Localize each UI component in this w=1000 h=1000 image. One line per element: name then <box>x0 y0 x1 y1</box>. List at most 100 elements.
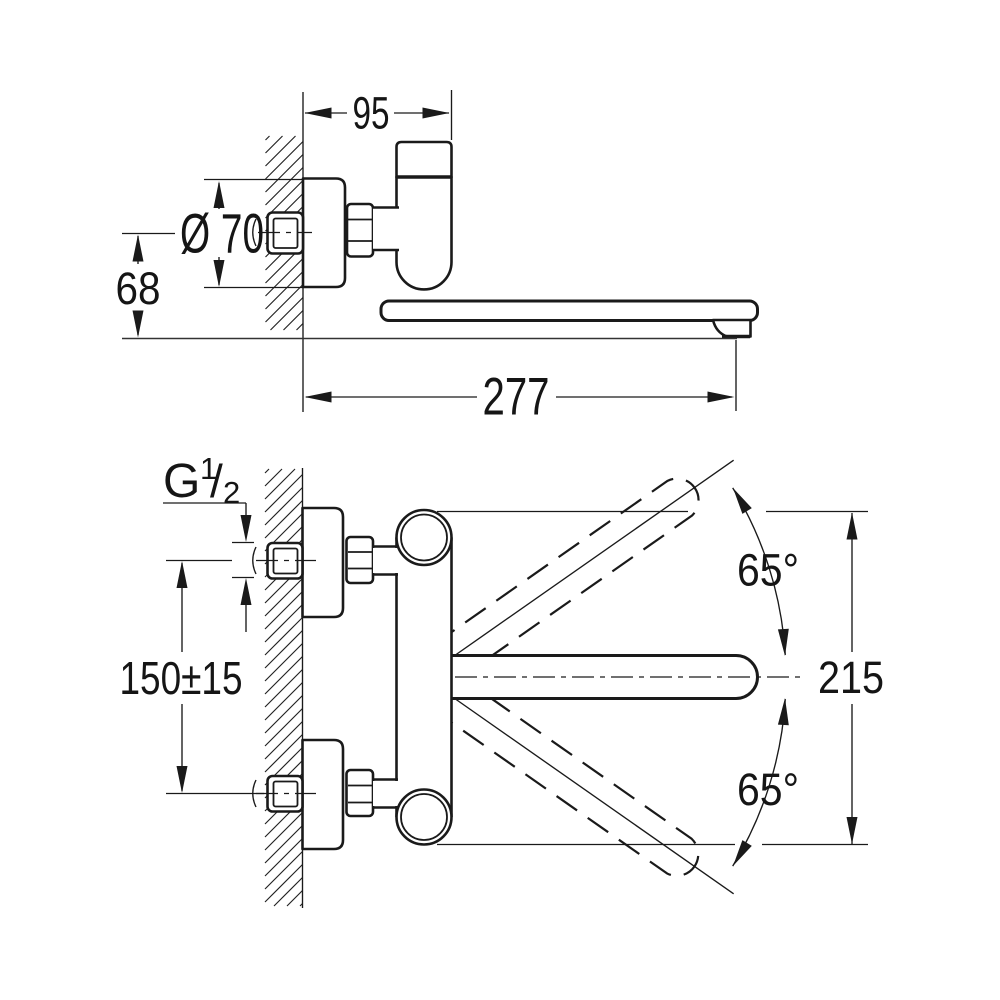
body-bottom-cover <box>395 788 453 846</box>
hatch-line <box>264 604 303 643</box>
arrowhead <box>176 766 188 793</box>
hatch-line <box>264 500 303 539</box>
arrowhead <box>846 817 858 844</box>
hatch-line <box>264 468 270 474</box>
arrowhead <box>733 840 752 866</box>
wall-flange-top <box>301 506 345 619</box>
hatch-line <box>264 669 303 708</box>
hatch-line <box>270 297 304 331</box>
dimension-thread: G 1 / 2 <box>163 451 254 632</box>
dimension-277: 277 <box>306 340 737 427</box>
dimension-215: 215 <box>437 510 884 846</box>
hatch-line <box>286 890 303 907</box>
thread-label-slash: / <box>210 455 223 507</box>
body-top-cover-inner <box>400 513 448 562</box>
hatch-line <box>265 284 304 323</box>
arrowhead <box>304 107 332 119</box>
arrowhead <box>733 488 752 514</box>
hatch-line <box>265 258 304 297</box>
swivel-position-lower <box>433 674 735 895</box>
hatch-line <box>264 838 303 877</box>
hatch-line <box>264 617 303 656</box>
supply-stub-face <box>272 217 299 249</box>
dim-label-wall-offset: 95 <box>353 88 390 139</box>
dim-label-spout-reach: 277 <box>483 368 550 427</box>
hatch-line <box>264 630 303 669</box>
front-view-swivel-range: 215 <box>120 451 884 908</box>
dim-label-overall-height: 215 <box>818 652 884 703</box>
arrowhead <box>777 698 789 726</box>
arrowhead <box>846 512 858 540</box>
hatch-line <box>264 708 303 747</box>
dim-label-swivel-upper: 65° <box>737 545 799 596</box>
mixer-body <box>395 175 453 291</box>
arrowhead <box>213 260 225 287</box>
swivel-position-upper <box>433 459 735 681</box>
hatch-line <box>296 323 304 331</box>
spout-profile <box>379 299 759 322</box>
hatch-line <box>265 135 296 167</box>
hatch-line <box>264 578 303 617</box>
thread-label-denominator: 2 <box>223 475 240 510</box>
connection-nut <box>345 202 375 258</box>
hatch-line <box>264 825 303 864</box>
pipe-break-mark <box>252 218 257 247</box>
thread-label-g: G <box>163 455 200 508</box>
hatch-line <box>264 468 296 500</box>
pipe-break-mark <box>252 546 257 575</box>
hatch-line <box>265 135 270 141</box>
dim-label-flange-diameter: Ø 70 <box>180 202 264 265</box>
wall-flange <box>301 177 347 289</box>
arrowhead <box>132 310 144 338</box>
hatch-line <box>264 591 303 630</box>
spout-rotated-centerline <box>447 459 735 661</box>
nut-neck-fill <box>373 208 398 249</box>
body-top-cover <box>395 508 453 567</box>
dim-label-swivel-lower: 65° <box>737 764 799 815</box>
wall-hatching-top <box>265 135 304 331</box>
dimension-connection-spacing: 150±15 <box>120 559 264 795</box>
hatch-line <box>264 812 303 851</box>
hatch-line <box>265 141 304 180</box>
hatch-line <box>264 734 303 773</box>
arrowhead <box>132 234 144 262</box>
hatch-line <box>264 474 303 513</box>
arrowhead <box>304 391 332 403</box>
sensor-cap <box>395 140 453 179</box>
hatch-line <box>264 864 303 903</box>
hatch-line <box>265 154 304 193</box>
hatch-line <box>283 310 304 331</box>
nut-neck-fill <box>373 548 398 573</box>
aerator-outlet <box>711 318 752 338</box>
hatch-line <box>264 851 303 890</box>
hatch-line <box>264 468 283 487</box>
hatch-line <box>265 135 283 154</box>
top-view-side-elevation: 95 Ø 70 68 277 <box>116 88 759 427</box>
dim-label-height: 68 <box>116 263 161 314</box>
hatch-line <box>264 721 303 760</box>
dim-label-connection-spacing: 150±15 <box>120 652 243 704</box>
body-column-fill <box>396 537 452 817</box>
arrowhead <box>240 578 252 605</box>
hatch-line <box>264 682 303 721</box>
wall-hatching-front <box>264 468 303 907</box>
arrowhead <box>240 515 252 542</box>
hatch-line <box>265 167 304 206</box>
arrowhead <box>176 561 188 588</box>
arrowhead <box>422 107 450 119</box>
wall-flange-bottom <box>301 738 345 851</box>
spout-rotated-centerline <box>447 693 735 895</box>
dimension-68: 68 <box>116 232 175 335</box>
arrowhead <box>707 391 735 403</box>
connection-nut-top <box>345 535 375 585</box>
dimension-arrowheads <box>132 107 858 866</box>
hatch-line <box>264 643 303 682</box>
hatch-line <box>264 487 303 526</box>
thread-label-numerator: 1 <box>200 451 217 486</box>
hatch-line <box>265 271 304 310</box>
arrowhead <box>777 628 789 656</box>
hatch-line <box>273 877 303 907</box>
connection-nut-bottom <box>345 768 375 818</box>
